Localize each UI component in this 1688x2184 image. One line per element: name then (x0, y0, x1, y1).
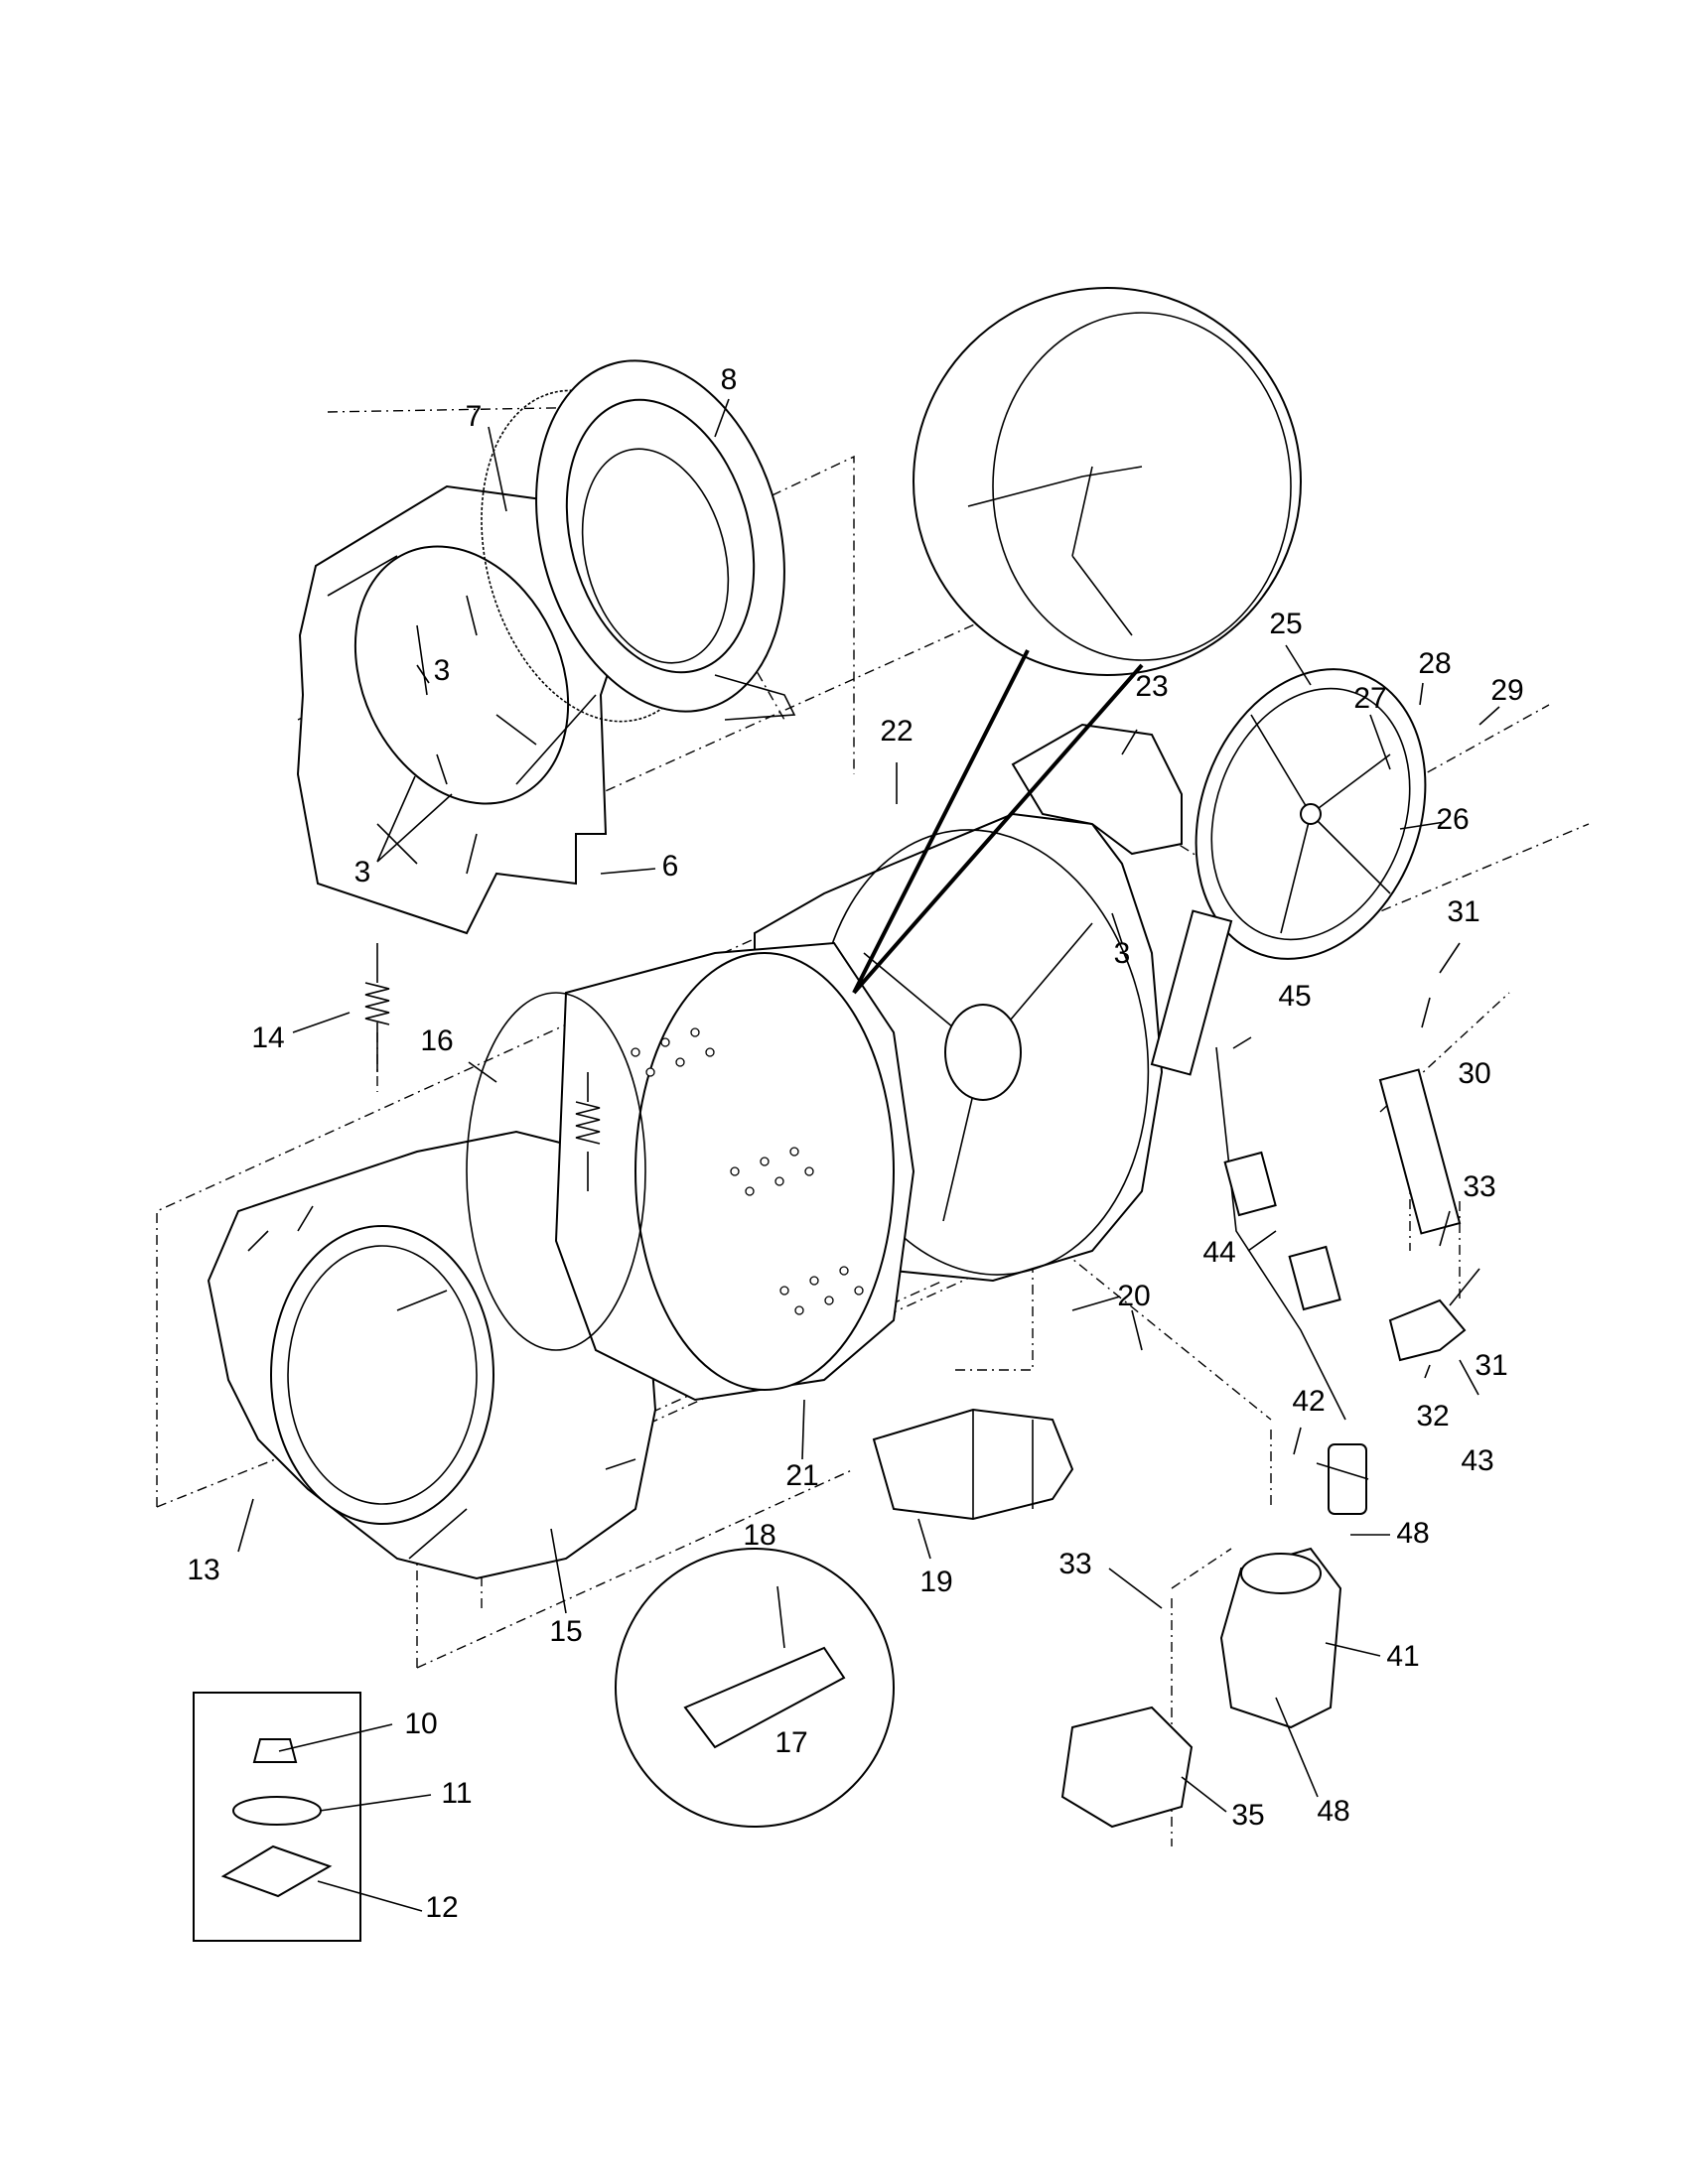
callout-3: 3 (354, 856, 371, 888)
callout-10: 10 (404, 1707, 437, 1740)
callout-18: 18 (743, 1519, 775, 1552)
callout-48: 48 (1396, 1517, 1429, 1550)
drain-pump-assembly (1060, 1547, 1342, 1829)
callout-42: 42 (1292, 1385, 1325, 1418)
hardware-inset (193, 1692, 361, 1942)
shock-absorbers (1150, 909, 1462, 1235)
callout-33: 33 (1463, 1170, 1495, 1203)
callout-labels: 3 3 3 6 7 8 10 11 12 13 14 15 16 17 18 1… (187, 363, 1523, 1924)
drive-motor (872, 1408, 1074, 1521)
drum-spider (1195, 668, 1427, 960)
callout-11: 11 (441, 1777, 472, 1810)
callout-7: 7 (466, 400, 483, 433)
callout-31: 31 (1447, 895, 1479, 928)
callout-6: 6 (662, 850, 679, 883)
shock-bracket (1388, 1298, 1467, 1362)
callout-30: 30 (1458, 1057, 1490, 1090)
callout-21: 21 (785, 1459, 818, 1492)
callout-31: 31 (1475, 1349, 1507, 1382)
callout-25: 25 (1269, 608, 1302, 640)
callout-16: 16 (420, 1024, 453, 1057)
callout-28: 28 (1418, 647, 1451, 680)
callout-35: 35 (1231, 1799, 1264, 1832)
callout-22: 22 (880, 715, 913, 748)
callout-43: 43 (1461, 1444, 1493, 1477)
drum-perforations (631, 1027, 864, 1315)
callout-33: 33 (1058, 1548, 1091, 1580)
counterweight-rear (1011, 723, 1183, 856)
callout-23: 23 (1135, 670, 1168, 703)
callout-14: 14 (251, 1022, 284, 1054)
callout-3: 3 (434, 654, 451, 687)
callout-27: 27 (1353, 682, 1386, 715)
callout-3: 3 (1114, 937, 1131, 970)
pressure-chamber-hose (1215, 1046, 1367, 1515)
callout-41: 41 (1386, 1640, 1419, 1673)
callout-17: 17 (774, 1726, 807, 1759)
door-boot-assembly (481, 359, 796, 723)
callout-48: 48 (1317, 1795, 1349, 1828)
front-tub-half (207, 1130, 657, 1580)
callout-26: 26 (1436, 803, 1469, 836)
callout-leaders (237, 398, 1500, 1912)
detail-inset-shaft (852, 287, 1302, 995)
callout-32: 32 (1416, 1400, 1449, 1433)
callout-13: 13 (187, 1554, 219, 1586)
front-panel-assembly (296, 484, 623, 935)
callout-12: 12 (425, 1891, 458, 1924)
callout-44: 44 (1202, 1236, 1235, 1269)
callout-19: 19 (919, 1566, 952, 1598)
callout-8: 8 (721, 363, 738, 396)
callout-15: 15 (549, 1615, 582, 1648)
suspension-springs (364, 943, 601, 1191)
detail-inset-lifter (615, 1548, 895, 1828)
callout-29: 29 (1490, 674, 1523, 707)
callout-20: 20 (1117, 1280, 1150, 1312)
callout-45: 45 (1278, 980, 1311, 1013)
